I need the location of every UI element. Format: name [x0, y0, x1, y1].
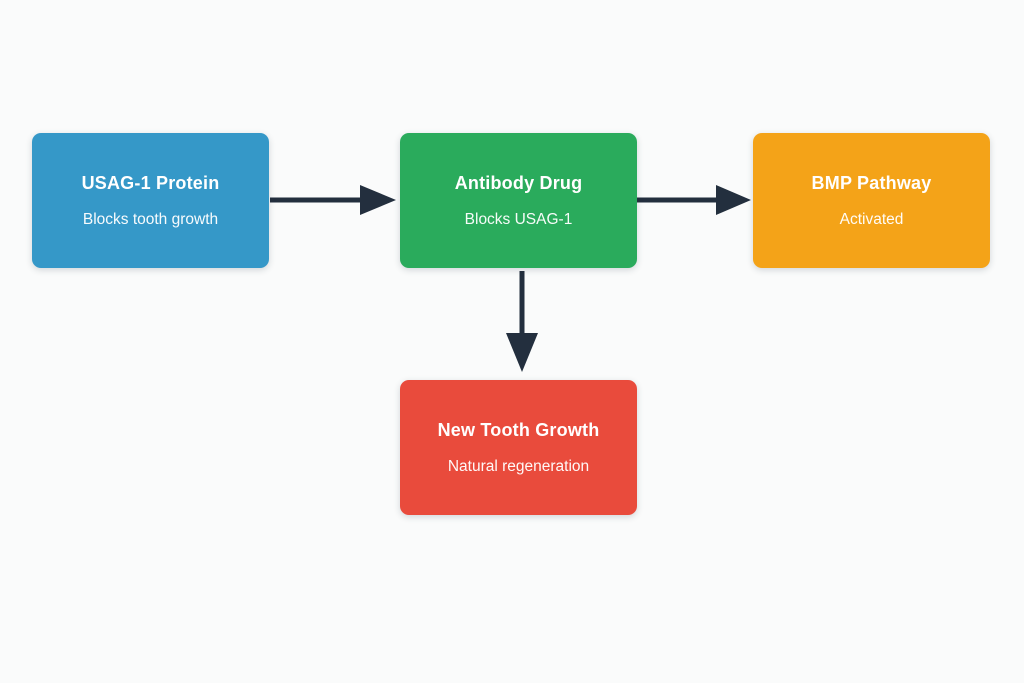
node-usag1-title: USAG-1 Protein: [81, 172, 220, 193]
node-new-tooth-growth: New Tooth Growth Natural regeneration: [400, 380, 637, 515]
node-tooth-subtitle: Natural regeneration: [447, 457, 590, 475]
arrow-usag1-to-antibody: [270, 185, 396, 215]
arrow-antibody-to-tooth: [506, 271, 538, 372]
node-bmp-title: BMP Pathway: [811, 172, 932, 193]
arrow-antibody-to-bmp: [637, 185, 751, 215]
node-usag1-subtitle: Blocks tooth growth: [82, 210, 219, 228]
node-tooth-title: New Tooth Growth: [437, 419, 600, 440]
node-usag1-protein: USAG-1 Protein Blocks tooth growth: [32, 133, 269, 268]
node-bmp-pathway: BMP Pathway Activated: [753, 133, 990, 268]
node-antibody-title: Antibody Drug: [454, 172, 583, 193]
node-antibody-subtitle: Blocks USAG-1: [464, 210, 573, 228]
node-bmp-subtitle: Activated: [839, 210, 904, 228]
node-antibody-drug: Antibody Drug Blocks USAG-1: [400, 133, 637, 268]
